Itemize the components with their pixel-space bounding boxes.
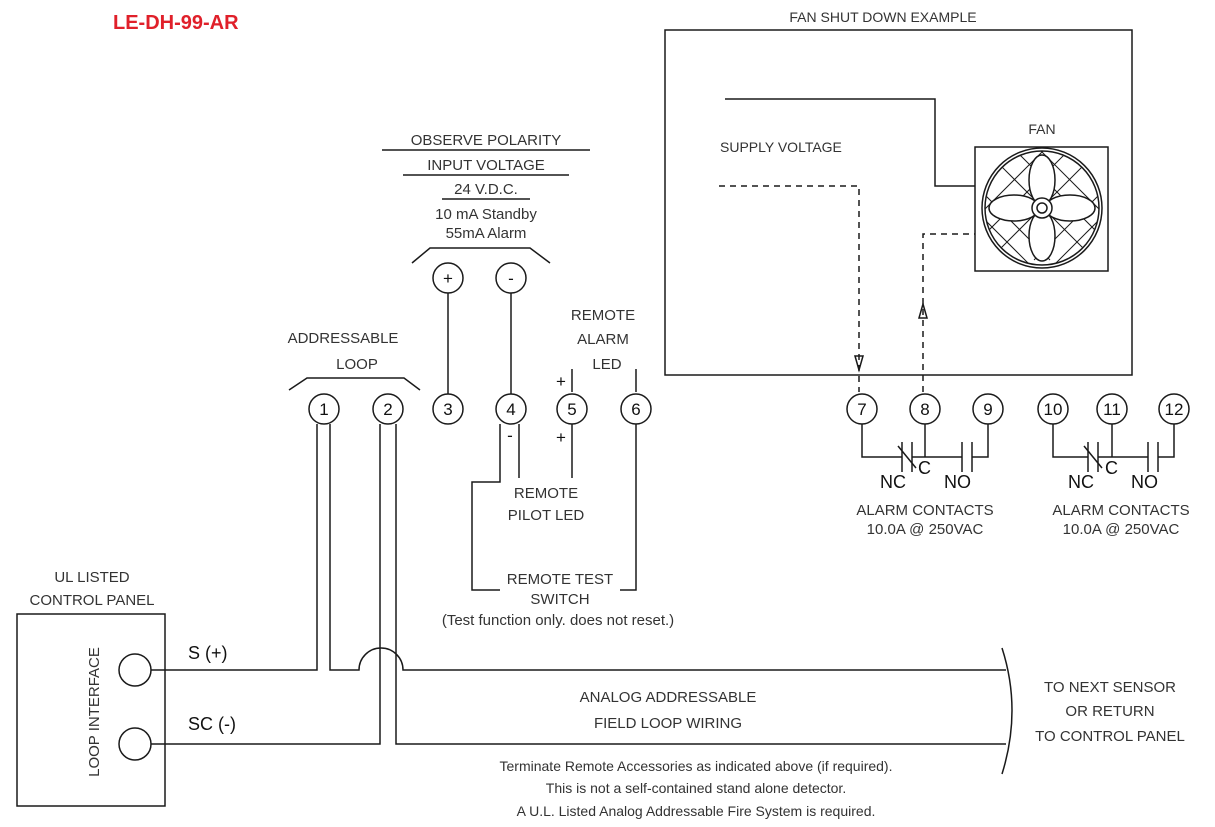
remote-alarm-led-label-3: LED — [592, 356, 621, 373]
svg-text:6: 6 — [631, 400, 640, 419]
svg-text:4: 4 — [506, 400, 515, 419]
next-sensor-label-1: TO NEXT SENSOR — [1044, 679, 1176, 696]
fan-return-dashed — [922, 233, 975, 392]
polarity-plus-5-bottom: + — [556, 428, 566, 447]
svg-text:-: - — [508, 269, 514, 288]
terminal-4: 4 — [495, 393, 527, 425]
control-panel-box — [16, 613, 166, 807]
supply-voltage-label: SUPPLY VOLTAGE — [720, 139, 842, 155]
remote-alarm-led-label-2: ALARM — [577, 331, 629, 348]
standby-current-label: 10 mA Standby — [435, 206, 537, 223]
field-wiring-label-1: ANALOG ADDRESSABLE — [580, 689, 757, 706]
alarm-contacts-2-line1: ALARM CONTACTS — [1052, 502, 1189, 519]
terminal-5: 5 — [556, 393, 588, 425]
input-voltage-label: INPUT VOLTAGE — [427, 157, 545, 174]
no-label-2: NO — [1131, 472, 1158, 492]
terminal-10: 10 — [1037, 393, 1069, 425]
remote-pilot-led-label-1: REMOTE — [514, 485, 578, 502]
svg-text:3: 3 — [443, 400, 452, 419]
terminal-1: 1 — [308, 393, 340, 425]
fan-housing — [974, 146, 1109, 272]
fan-example-box — [664, 29, 1133, 376]
next-sensor-label-2: OR RETURN — [1065, 703, 1154, 720]
svg-text:+: + — [443, 269, 453, 288]
polarity-minus-4-bottom: - — [507, 426, 513, 445]
down-arrow — [854, 355, 864, 373]
remote-alarm-led-label-1: REMOTE — [571, 307, 635, 324]
remote-pilot-led-label-2: PILOT LED — [508, 507, 585, 524]
svg-text:5: 5 — [567, 400, 576, 419]
svg-text:12: 12 — [1165, 400, 1184, 419]
loop-interface-terminal-s — [118, 653, 152, 687]
svg-text:1: 1 — [319, 400, 328, 419]
terminal-9: 9 — [972, 393, 1004, 425]
svg-text:9: 9 — [983, 400, 992, 419]
c-label-2: C — [1105, 458, 1118, 478]
fan-label: FAN — [1028, 121, 1055, 137]
terminal-2: 2 — [372, 393, 404, 425]
wire-loop-out-plus — [329, 424, 1006, 671]
note-2: This is not a self-contained stand alone… — [546, 780, 846, 796]
svg-text:11: 11 — [1103, 400, 1121, 419]
note-1: Terminate Remote Accessories as indicate… — [500, 758, 893, 774]
svg-text:10: 10 — [1044, 400, 1063, 419]
field-wiring-label-2: FIELD LOOP WIRING — [594, 715, 742, 732]
loop-interface-terminal-sc — [118, 727, 152, 761]
voltage-label: 24 V.D.C. — [454, 181, 518, 198]
supply-line-dashed — [719, 185, 860, 392]
svg-text:2: 2 — [383, 400, 392, 419]
note-3: A U.L. Listed Analog Addressable Fire Sy… — [517, 803, 876, 819]
alarm-contacts-1-line2: 10.0A @ 250VAC — [867, 521, 984, 538]
control-panel-label-1: UL LISTED — [54, 569, 129, 586]
alarm-current-label: 55mA Alarm — [446, 225, 527, 242]
observe-polarity-label: OBSERVE POLARITY — [411, 132, 562, 149]
supply-line-solid — [725, 98, 975, 187]
contact-group-2-wiring — [1052, 424, 1175, 472]
alarm-contacts-2-line2: 10.0A @ 250VAC — [1063, 521, 1180, 538]
fan-shutdown-example: FAN SHUT DOWN EXAMPLE SUPPLY VOLTAGE FAN — [664, 9, 1133, 392]
control-panel-label-2: CONTROL PANEL — [29, 592, 154, 609]
polarity-plus-5-top: + — [556, 372, 566, 391]
up-arrow — [918, 301, 928, 319]
svg-text:7: 7 — [857, 400, 866, 419]
diagram-title: LE-DH-99-AR — [113, 12, 239, 34]
wire-s-plus — [151, 424, 318, 671]
terminal-7: 7 — [846, 393, 878, 425]
loop-interface-label: LOOP INTERFACE — [86, 647, 103, 777]
nc-label-1: NC — [880, 472, 906, 492]
terminal-12: 12 — [1158, 393, 1190, 425]
contact-group-1-wiring — [861, 424, 989, 472]
no-label-1: NO — [944, 472, 971, 492]
fan-icon — [981, 147, 1103, 269]
s-plus-label: S (+) — [188, 643, 228, 663]
fan-example-heading: FAN SHUT DOWN EXAMPLE — [789, 9, 976, 25]
c-label-1: C — [918, 458, 931, 478]
remote-test-switch-label-1: REMOTE TEST — [507, 571, 613, 588]
next-sensor-bracket — [1001, 647, 1013, 775]
remote-test-switch-note: (Test function only. does not reset.) — [442, 612, 674, 629]
terminal-6: 6 — [620, 393, 652, 425]
remote-test-switch-label-2: SWITCH — [530, 591, 589, 608]
sc-minus-label: SC (-) — [188, 714, 236, 734]
terminal-11: 11 — [1096, 393, 1128, 425]
wire-loop-out-minus — [395, 424, 1006, 745]
terminal-3: 3 — [432, 393, 464, 425]
nc-label-2: NC — [1068, 472, 1094, 492]
power-requirements: OBSERVE POLARITY INPUT VOLTAGE 24 V.D.C.… — [382, 132, 590, 394]
wire-sc-minus — [151, 424, 381, 745]
addressable-loop-label-2: LOOP — [336, 356, 378, 373]
alarm-contacts-1-line1: ALARM CONTACTS — [856, 502, 993, 519]
svg-text:8: 8 — [920, 400, 929, 419]
next-sensor-label-3: TO CONTROL PANEL — [1035, 728, 1185, 745]
terminal-8: 8 — [909, 393, 941, 425]
addressable-loop-label-1: ADDRESSABLE — [288, 330, 399, 347]
